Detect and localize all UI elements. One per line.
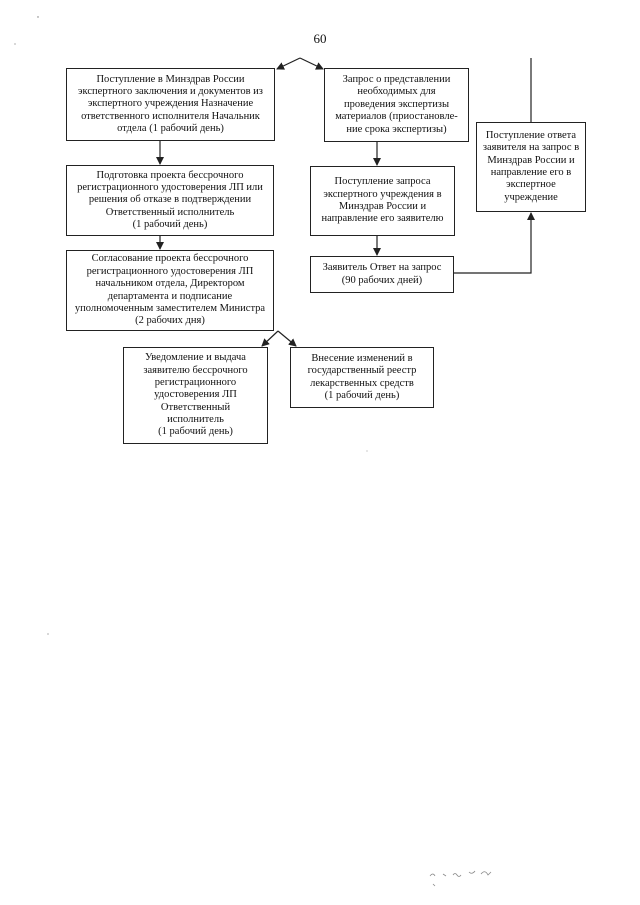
applicant-answer-received-box: Поступление ответа заявителя на запрос в… — [476, 122, 586, 212]
approval-to-register-arrow — [277, 330, 297, 347]
answer-to-response-arrow — [454, 212, 535, 274]
handwritten-mark — [429, 870, 492, 887]
request-materials-box: Запрос о представлении необходимых для п… — [324, 68, 469, 142]
request-received-box: Поступление запроса экспертного учрежден… — [310, 166, 455, 236]
applicant-answer-box: Заявитель Ответ на запрос (90 рабочих дн… — [310, 256, 454, 293]
prepare-certificate-box: Подготовка проекта бессрочного регистрац… — [66, 165, 274, 236]
fork-to-receipt-arrow — [276, 57, 301, 70]
approval-box: Согласование проекта бессрочного регистр… — [66, 250, 274, 331]
register-changes-box: Внесение изменений в государственный рее… — [290, 347, 434, 408]
page-number: 60 — [313, 31, 327, 46]
fork-to-request-arrow — [299, 57, 324, 70]
receipt-of-conclusion-box: Поступление в Минздрав России экспертног… — [66, 68, 275, 141]
approval-to-notify-arrow — [261, 330, 279, 347]
notify-issue-box: Уведомление и выдача заявителю бессрочно… — [123, 347, 268, 444]
